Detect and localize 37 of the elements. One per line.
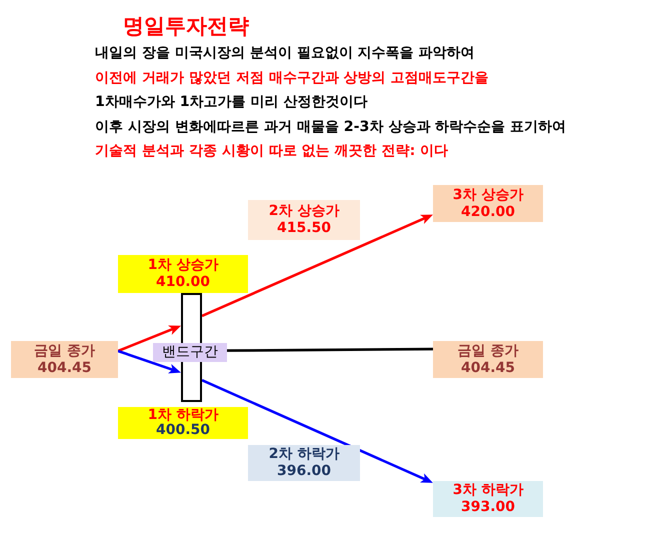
price-level-label: 2차 상승가 <box>268 203 340 220</box>
note-text: 기술적 분석과 각종 시황이 따로 없는 깨끗한 전략: 이다 <box>95 142 448 162</box>
band-label: 밴드구간 <box>162 344 218 361</box>
arrow <box>201 214 433 318</box>
price-level-label: 1차 상승가 <box>148 257 218 274</box>
note-text: 이전에 거래가 많았던 저점 매수구간과 상방의 고점매도구간을 <box>95 68 489 88</box>
price-level-label: 3차 상승가 <box>452 186 524 204</box>
price-level-label: 금일 종가 <box>34 342 95 360</box>
connector-line <box>227 348 433 352</box>
price-level-label: 2차 하락가 <box>268 446 340 463</box>
arrow <box>118 350 181 374</box>
price-box <box>118 255 248 293</box>
note-text: 이후 시장의 변화에따르른 과거 매물을 2-3차 상승과 하락수순을 표기하여 <box>95 118 566 137</box>
price-box <box>433 185 543 222</box>
price-value: 400.50 <box>156 423 210 438</box>
price-value: 410.00 <box>156 274 210 291</box>
price-value: 396.00 <box>276 463 332 480</box>
price-level-label: 금일 종가 <box>458 342 518 360</box>
price-level-label: 3차 하락가 <box>452 482 524 499</box>
price-value: 393.00 <box>460 499 516 516</box>
note-text: 1차매수가와 1차고가를 미리 산정한것이다 <box>95 93 368 112</box>
price-value: 415.50 <box>276 220 332 237</box>
note-text: 내일의 장을 미국시장의 분석이 필요없이 지수폭을 파악하여 <box>95 44 475 63</box>
arrow <box>201 379 433 483</box>
title: 명일투자전략 <box>123 13 249 39</box>
price-box <box>248 200 360 240</box>
price-value: 404.45 <box>37 360 92 376</box>
price-box <box>433 341 543 378</box>
price-level-label: 1차 하락가 <box>148 408 218 423</box>
price-box <box>248 445 360 481</box>
price-box <box>11 341 118 378</box>
price-value: 404.45 <box>460 360 516 376</box>
price-box <box>433 481 543 517</box>
arrow <box>118 326 181 352</box>
price-value: 420.00 <box>460 204 516 220</box>
price-box <box>118 407 248 439</box>
band-label-box <box>153 343 227 362</box>
